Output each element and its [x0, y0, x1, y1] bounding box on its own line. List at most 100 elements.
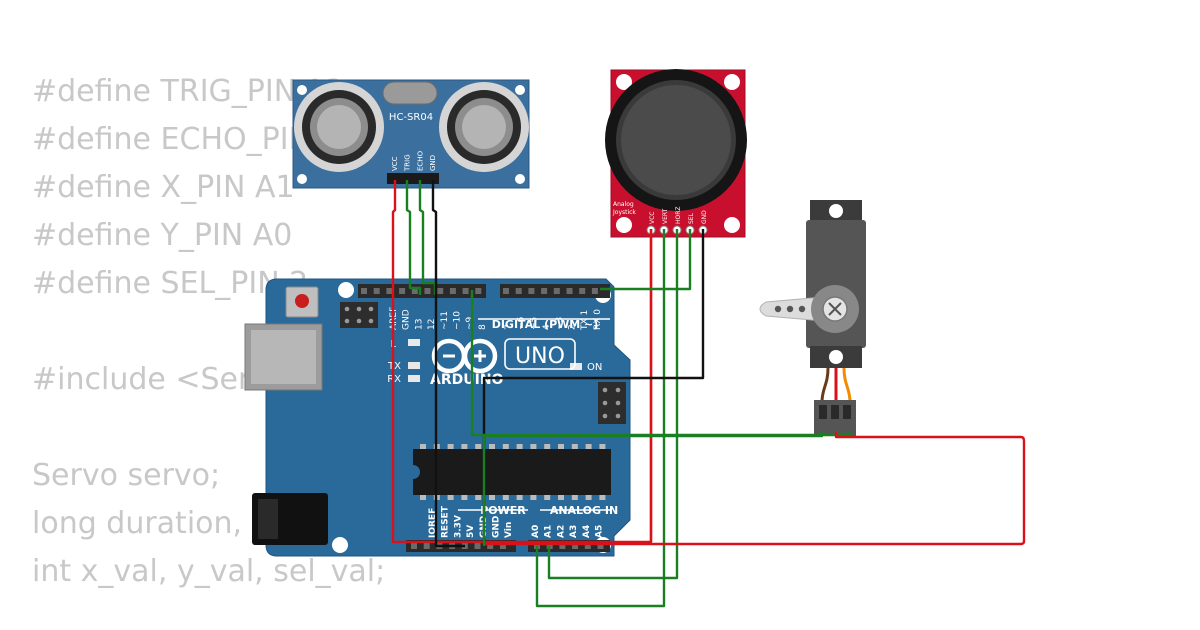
power-jack [252, 493, 328, 545]
joystick-pin-label: GND [701, 210, 708, 224]
code-line: Servo servo; [32, 458, 221, 493]
transducer-right [439, 82, 529, 172]
digital-pin-label: ~10 [453, 311, 463, 330]
power-pin-label: Vin [504, 522, 514, 538]
header-pin[interactable] [541, 288, 548, 294]
chip-pin [447, 495, 454, 500]
header-pin[interactable] [411, 288, 418, 294]
uno-badge [504, 338, 576, 370]
joystick-pin-label: HORZ [675, 206, 682, 224]
digital-pin-label: ~5 [529, 317, 539, 330]
header-pin[interactable] [449, 288, 456, 294]
chip-pin [571, 444, 578, 449]
analog-pin-label: A3 [569, 525, 579, 538]
chip-pin [420, 495, 426, 500]
header-pin[interactable] [559, 543, 566, 549]
code-line: #define Y_PIN A0 [32, 218, 293, 253]
chip-pin [585, 444, 592, 449]
header-pin[interactable] [361, 288, 367, 294]
servo-horn[interactable] [759, 285, 859, 333]
wire-joy-sel [600, 229, 692, 291]
hc-sr04-pin-label: TRIG [404, 154, 412, 172]
digital-pin-label: 8 [478, 324, 488, 330]
icsp-header [340, 302, 378, 328]
reset-button[interactable] [285, 286, 319, 318]
code-line: #define SEL_PIN 2 [32, 266, 309, 301]
mount-hole [338, 282, 354, 298]
code-line: #define TRIG_PIN 13 [32, 74, 344, 109]
joystick-pin-label: VCC [649, 212, 656, 224]
header-pin[interactable] [499, 543, 506, 549]
chip-pin [544, 495, 551, 500]
header-pin[interactable] [597, 543, 604, 549]
chip-pin [489, 444, 495, 449]
header-pin[interactable] [584, 543, 591, 549]
chip-pin [530, 444, 537, 449]
header-pin[interactable] [515, 288, 522, 294]
header-pin[interactable] [572, 543, 579, 549]
power-pin-label: RESET [441, 505, 451, 538]
digital-pin-label: GND [402, 309, 412, 330]
digital-pin-label: 4 [542, 324, 552, 330]
arduino-brand: ARDUINO [430, 372, 504, 388]
usb-connector [244, 323, 323, 391]
power-pin-label: 5V [466, 525, 476, 538]
digital-pin-label: ~6 [517, 316, 527, 330]
joystick-label: Analog [613, 201, 634, 208]
header-pin[interactable] [373, 288, 380, 294]
header-pin[interactable] [424, 288, 431, 294]
power-pin-label: 3.3V [453, 515, 463, 538]
analog-pin-label: A5 [595, 525, 605, 538]
hc-sr04-pin-header[interactable] [387, 173, 439, 184]
icsp2-header [598, 382, 626, 424]
svg-text:ON: ON [587, 362, 602, 373]
digital-pin-label: TX 1 [580, 310, 590, 331]
header-pin[interactable] [423, 543, 430, 549]
analog-pin-label: A0 [531, 525, 541, 538]
header-pin[interactable] [474, 543, 481, 549]
header-pin[interactable] [566, 288, 573, 294]
wire-trig [405, 180, 422, 295]
chip-pin [420, 444, 426, 449]
header-pin[interactable] [462, 288, 469, 294]
joystick-pin-label: VERT [662, 208, 669, 224]
wire-joy-horz [547, 229, 679, 580]
header-pin[interactable] [411, 543, 417, 549]
joystick-knob[interactable] [605, 69, 747, 211]
analog-pin-label: A1 [544, 525, 554, 538]
chip-pin [530, 495, 537, 500]
analog-label: ANALOG IN [550, 504, 618, 517]
header-pin[interactable] [386, 288, 393, 294]
header-pin[interactable] [503, 288, 509, 294]
servo-motor[interactable] [759, 200, 866, 436]
chip-pin [544, 444, 551, 449]
header-pin[interactable] [579, 288, 586, 294]
header-pin[interactable] [487, 543, 494, 549]
header-pin[interactable] [528, 288, 535, 294]
chip-pin [516, 444, 523, 449]
power-pin-label: GND [492, 516, 502, 538]
transducer-left [294, 82, 384, 172]
header-pin[interactable] [475, 288, 482, 294]
header-pin[interactable] [591, 288, 598, 294]
header-pin[interactable] [437, 288, 444, 294]
wire-servo-gnd [482, 432, 824, 546]
header-pin[interactable] [399, 288, 406, 294]
chip-pin [475, 444, 482, 449]
digital-header[interactable] [358, 284, 610, 298]
chip-pin [516, 495, 523, 500]
power-pin-label: IOREF [428, 508, 438, 538]
chip-pin [571, 495, 578, 500]
chip-pin [599, 444, 606, 449]
digital-label: DIGITAL (PWM ~) [492, 318, 599, 331]
chip-pin [447, 444, 454, 449]
hc-sr04-pin-label: ECHO [416, 150, 424, 171]
analog-pin-label: A2 [556, 525, 566, 538]
header-pin[interactable] [553, 288, 560, 294]
